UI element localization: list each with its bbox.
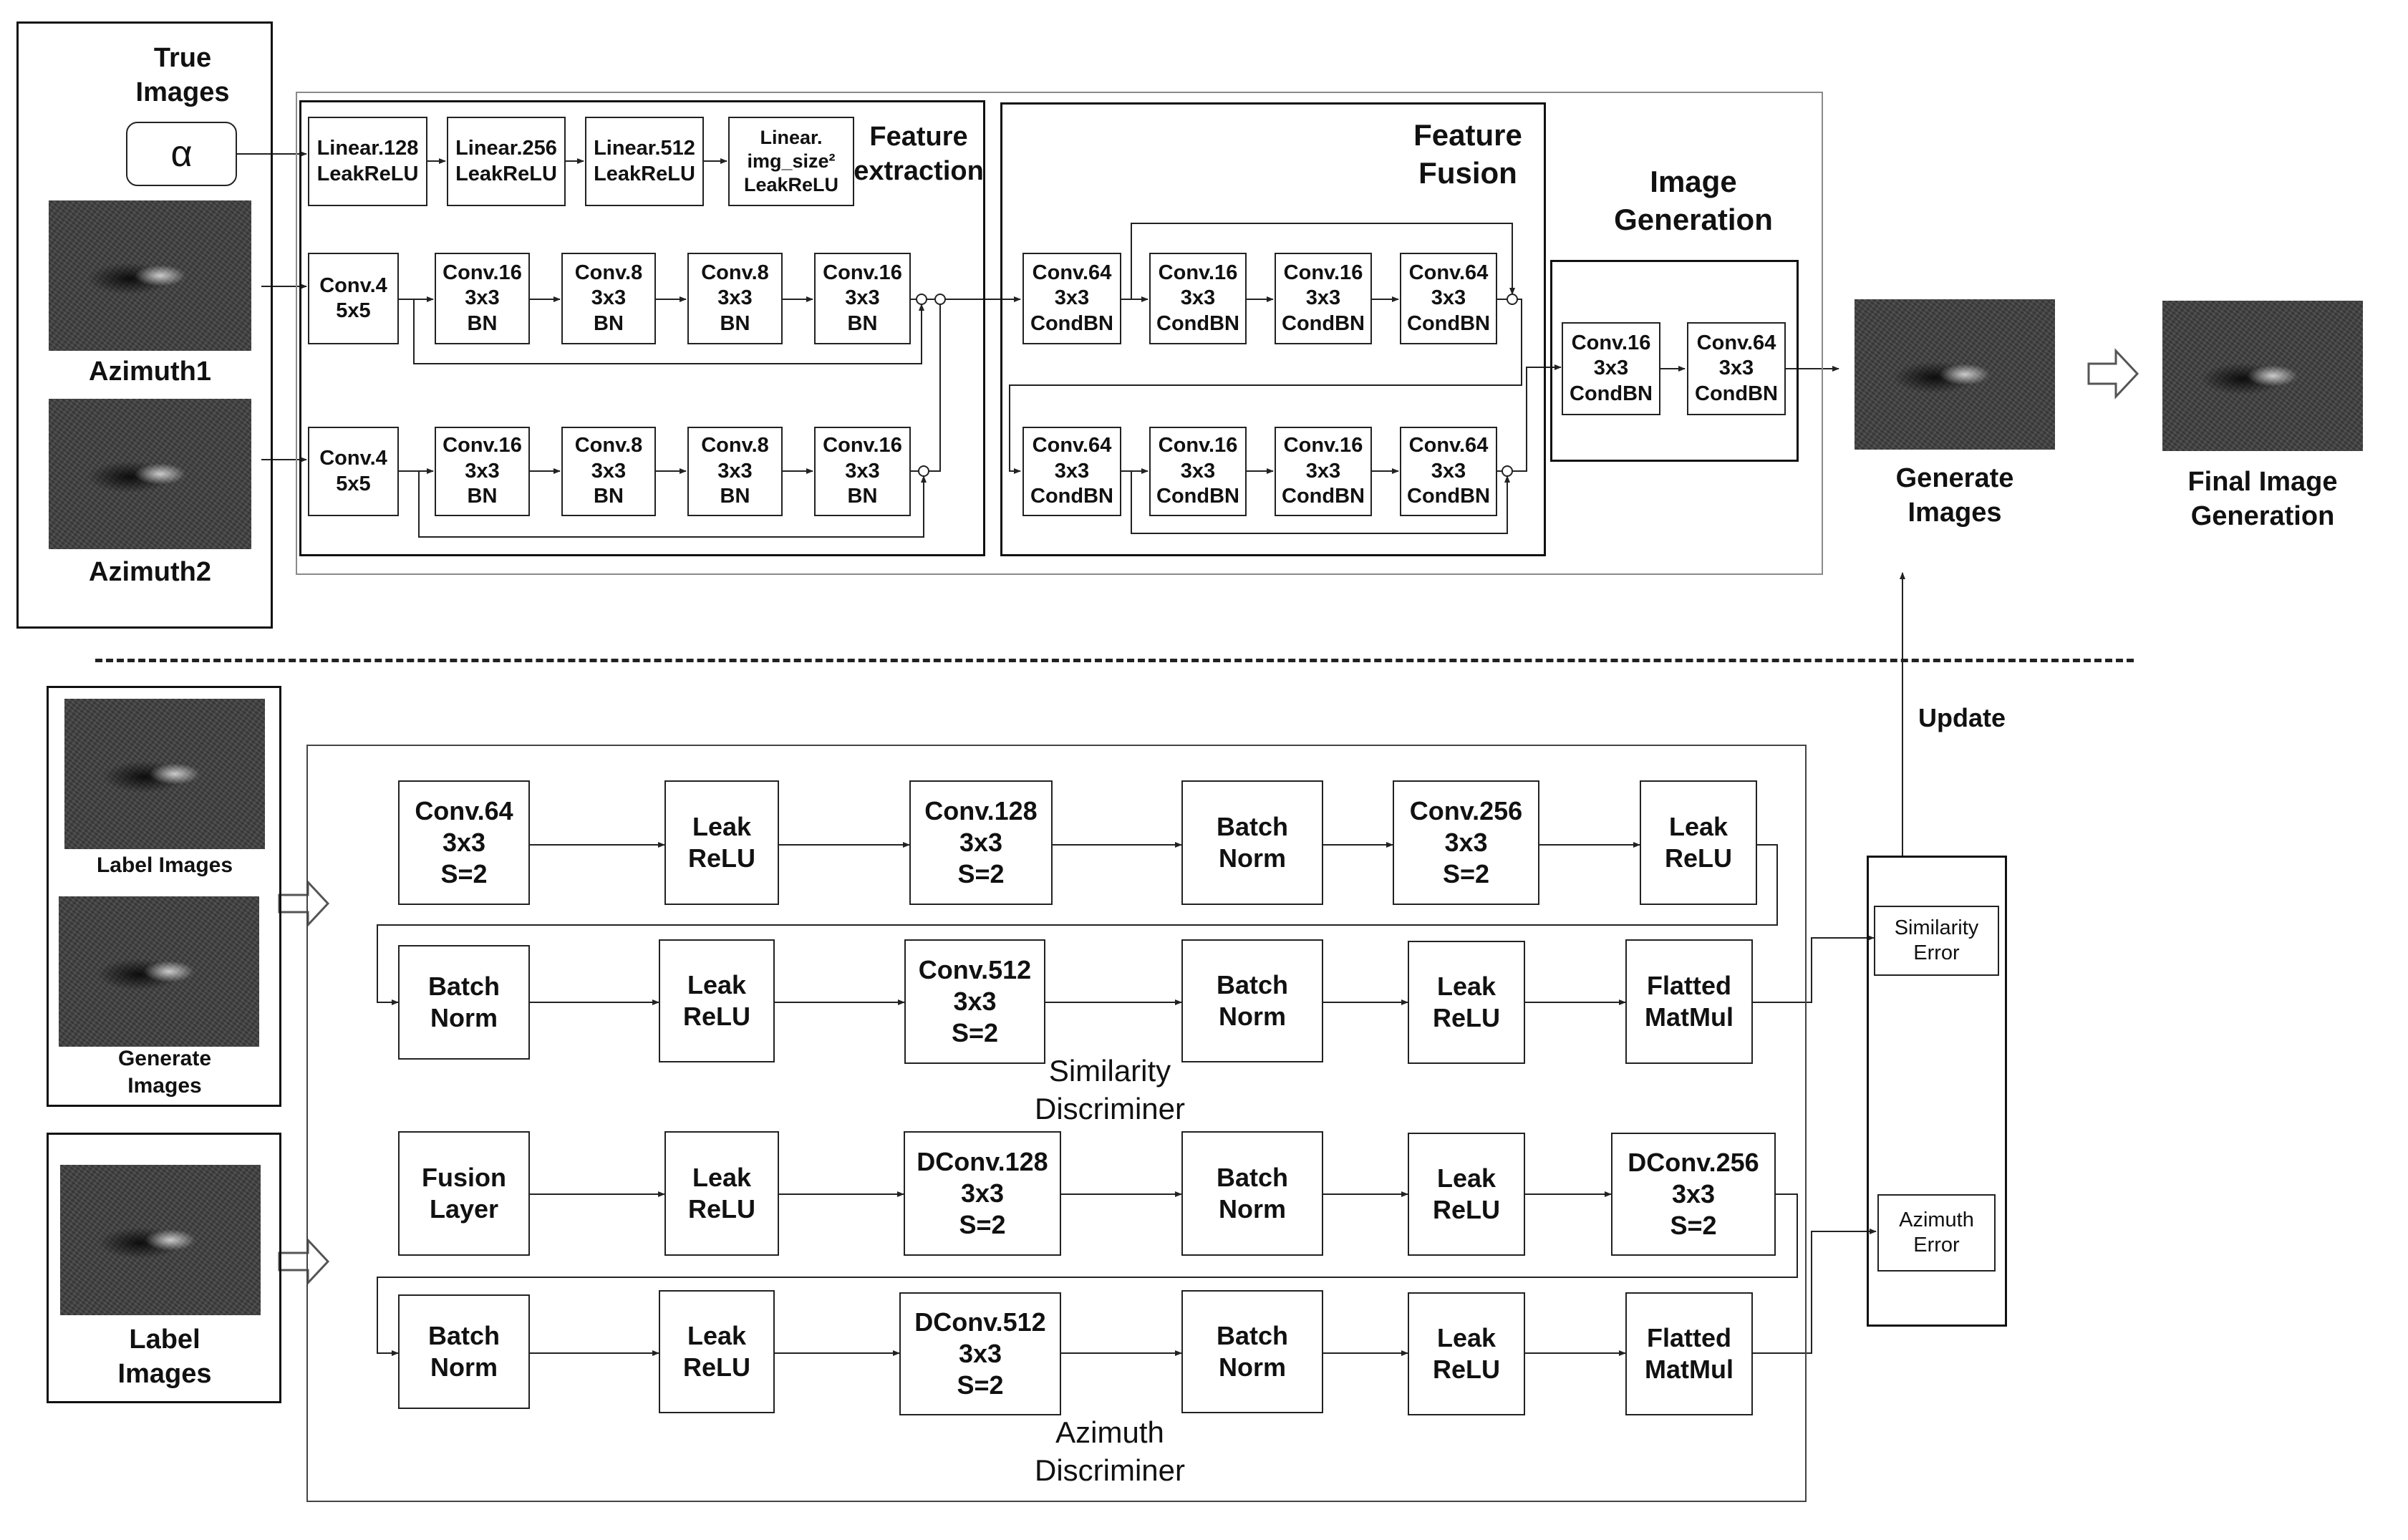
sim-conv128-block: Conv.128 3x3 S=2 <box>909 780 1053 905</box>
sim-leakrelu1-block: Leak ReLU <box>664 780 779 905</box>
generate-images-label: Generate Images <box>1895 463 2014 528</box>
az-dconv512-block: DConv.512 3x3 S=2 <box>899 1292 1061 1415</box>
az-leakrelu3-block: Leak ReLU <box>659 1290 775 1413</box>
update-label: Update <box>1918 703 2006 732</box>
linear-128-block: Linear.128 LeakReLU <box>308 117 427 206</box>
conv8b-row1-block: Conv.8 3x3 BN <box>687 253 783 344</box>
discriminator-panel <box>306 745 1807 1502</box>
az-leakrelu4-block: Leak ReLU <box>1408 1292 1525 1415</box>
gen-block-2: Conv.64 3x3 CondBN <box>1687 322 1786 415</box>
feature-extraction-label: Feature extraction <box>854 122 984 186</box>
label-images-panel <box>47 1133 281 1403</box>
azimuth1-label: Azimuth1 <box>89 357 211 387</box>
sim-leakrelu4-block: Leak ReLU <box>1408 941 1525 1064</box>
section-divider <box>95 659 2134 662</box>
fusion-row1-block-3: Conv.16 3x3 CondBN <box>1275 253 1372 344</box>
error-panel <box>1867 856 2007 1327</box>
label-images-small-preview <box>64 699 265 849</box>
similarity-discriminer-label: Similarity Discriminer <box>1035 1054 1185 1125</box>
linear-256-block: Linear.256 LeakReLU <box>447 117 566 206</box>
label-generate-images-panel <box>47 686 281 1107</box>
sim-flatted-matmul-block: Flatted MatMul <box>1625 939 1753 1064</box>
azimuth-error-block: Azimuth Error <box>1877 1194 1996 1272</box>
fusion-row2-block-2: Conv.16 3x3 CondBN <box>1149 427 1247 516</box>
true-images-label: True Images <box>135 43 230 107</box>
conv4-row1-block: Conv.4 5x5 <box>308 253 399 344</box>
conv8b-row2-block: Conv.8 3x3 BN <box>687 427 783 516</box>
label-images-label: Label Images <box>117 1325 212 1389</box>
fusion-row1-block-1: Conv.64 3x3 CondBN <box>1022 253 1121 344</box>
linear-512-block: Linear.512 LeakReLU <box>585 117 704 206</box>
feature-fusion-label: Feature Fusion <box>1413 118 1522 190</box>
generate-images-small-label: Generate Images <box>117 1047 212 1098</box>
sim-batchnorm1-block: Batch Norm <box>1181 780 1323 905</box>
label-images-preview <box>60 1165 261 1315</box>
sim-conv256-block: Conv.256 3x3 S=2 <box>1393 780 1539 905</box>
label-images-small-label: Label Images <box>96 853 233 877</box>
az-dconv256-block: DConv.256 3x3 S=2 <box>1611 1133 1776 1256</box>
az-leakrelu1-block: Leak ReLU <box>664 1131 779 1256</box>
conv16-row2-block: Conv.16 3x3 BN <box>435 427 530 516</box>
azimuth2-image <box>49 399 251 549</box>
az-fusion-layer-block: Fusion Layer <box>398 1131 530 1256</box>
final-image-generation-label: Final Image Generation <box>2187 467 2338 531</box>
sim-leakrelu3-block: Leak ReLU <box>659 939 775 1062</box>
generator-outer-frame <box>296 92 1823 575</box>
sim-conv64-block: Conv.64 3x3 S=2 <box>398 780 530 905</box>
generate-images-small-preview <box>59 896 259 1047</box>
fusion-row2-block-4: Conv.64 3x3 CondBN <box>1400 427 1497 516</box>
final-image-preview <box>2162 301 2363 451</box>
similarity-error-block: Similarity Error <box>1874 906 1999 976</box>
conv16b-row1-block: Conv.16 3x3 BN <box>814 253 911 344</box>
az-batchnorm3-block: Batch Norm <box>1181 1290 1323 1413</box>
sim-conv512-block: Conv.512 3x3 S=2 <box>904 939 1045 1064</box>
sim-leakrelu2-block: Leak ReLU <box>1640 780 1757 905</box>
fusion-row1-block-2: Conv.16 3x3 CondBN <box>1149 253 1247 344</box>
conv8a-row1-block: Conv.8 3x3 BN <box>561 253 656 344</box>
azimuth1-image <box>49 200 251 351</box>
az-leakrelu2-block: Leak ReLU <box>1408 1133 1525 1256</box>
generate-images-preview <box>1855 299 2055 450</box>
conv4-row2-block: Conv.4 5x5 <box>308 427 399 516</box>
azimuth-discriminer-label: Azimuth Discriminer <box>1035 1415 1185 1487</box>
alpha-input: α <box>126 122 237 186</box>
conv16b-row2-block: Conv.16 3x3 BN <box>814 427 911 516</box>
fusion-row1-block-4: Conv.64 3x3 CondBN <box>1400 253 1497 344</box>
fusion-row2-block-1: Conv.64 3x3 CondBN <box>1022 427 1121 516</box>
fusion-row2-block-3: Conv.16 3x3 CondBN <box>1275 427 1372 516</box>
true-images-panel <box>16 21 273 629</box>
sim-batchnorm2-block: Batch Norm <box>398 945 530 1060</box>
sim-batchnorm3-block: Batch Norm <box>1181 939 1323 1062</box>
conv8a-row2-block: Conv.8 3x3 BN <box>561 427 656 516</box>
feature-fusion-panel <box>1000 102 1546 556</box>
az-flatted-matmul-block: Flatted MatMul <box>1625 1292 1753 1415</box>
feature-extraction-panel <box>299 100 985 556</box>
image-generation-label: Image Generation <box>1614 165 1773 236</box>
linear-img-size-block: Linear. img_size² LeakReLU <box>728 117 854 206</box>
azimuth2-label: Azimuth2 <box>89 557 211 587</box>
az-batchnorm2-block: Batch Norm <box>398 1294 530 1409</box>
az-dconv128-block: DConv.128 3x3 S=2 <box>904 1131 1061 1256</box>
gen-block-1: Conv.16 3x3 CondBN <box>1562 322 1660 415</box>
az-batchnorm1-block: Batch Norm <box>1181 1131 1323 1256</box>
image-generation-panel <box>1550 260 1799 462</box>
conv16-row1-block: Conv.16 3x3 BN <box>435 253 530 344</box>
